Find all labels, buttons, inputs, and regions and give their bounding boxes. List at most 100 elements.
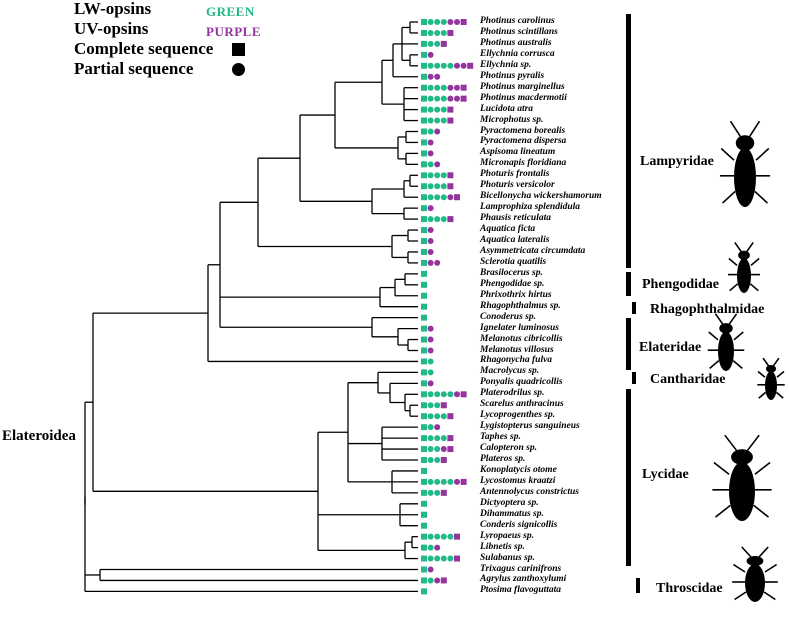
lw-opsin-marker bbox=[421, 380, 427, 387]
species-label: Phrixothrix hirtus bbox=[480, 289, 552, 300]
uv-opsin-marker bbox=[447, 29, 454, 36]
lw-opsin-marker bbox=[421, 533, 427, 540]
lw-opsin-marker bbox=[440, 19, 447, 25]
lw-opsin-marker bbox=[421, 358, 427, 365]
species-label: Photinus pyralis bbox=[480, 70, 545, 81]
species-label: Agrylus zanthoxylumi bbox=[480, 574, 567, 585]
uv-opsin-marker bbox=[434, 424, 441, 431]
species-label: Rhagonycha fulva bbox=[480, 355, 553, 366]
lw-opsin-marker bbox=[440, 533, 447, 540]
species-label: Aquatica lateralis bbox=[480, 235, 550, 245]
uv-opsin-marker bbox=[454, 391, 460, 398]
species-label: Photuris versicolor bbox=[480, 180, 555, 191]
lw-opsin-marker bbox=[440, 117, 447, 124]
uv-opsin-marker bbox=[434, 128, 441, 135]
beetle-silhouette-icon bbox=[712, 434, 772, 521]
species-label: Melanotus cibricollis bbox=[480, 333, 563, 344]
uv-opsin-marker bbox=[434, 259, 441, 266]
family-bar bbox=[626, 14, 631, 268]
lw-opsin-marker bbox=[421, 73, 427, 80]
root-label: Elateroidea bbox=[2, 428, 76, 444]
uv-opsin-marker bbox=[427, 238, 434, 244]
beetle-silhouettes bbox=[707, 120, 785, 602]
legend-partial-label: Partial sequence bbox=[74, 59, 194, 78]
uv-opsin-marker bbox=[427, 566, 434, 573]
complete-square-icon bbox=[232, 43, 245, 56]
lw-opsin-marker bbox=[427, 183, 434, 190]
lw-opsin-marker bbox=[434, 106, 441, 113]
legend-complete-label: Complete sequence bbox=[74, 39, 214, 58]
uv-opsin-marker bbox=[460, 84, 467, 91]
species-label: Photinus macdermotii bbox=[480, 92, 567, 103]
uv-opsin-marker bbox=[447, 216, 454, 223]
uv-opsin-marker bbox=[454, 478, 460, 485]
uv-opsin-marker bbox=[427, 380, 434, 387]
uv-opsin-marker bbox=[427, 248, 434, 255]
uv-opsin-marker bbox=[434, 73, 441, 80]
family-bar bbox=[626, 272, 631, 296]
uv-opsin-marker bbox=[447, 194, 454, 201]
lw-opsin-marker bbox=[434, 62, 441, 69]
lw-opsin-marker bbox=[434, 84, 441, 91]
species-label: Konoplatycis otome bbox=[480, 464, 557, 475]
species-label: Asymmetricata circumdata bbox=[480, 245, 586, 256]
lw-opsin-marker bbox=[427, 577, 434, 584]
lw-opsin-marker bbox=[434, 533, 441, 540]
uv-opsin-marker bbox=[427, 139, 434, 146]
lw-opsin-marker bbox=[427, 194, 434, 201]
species-label: Lygistopterus sanguineus bbox=[480, 421, 580, 432]
lw-opsin-marker bbox=[421, 281, 427, 288]
lw-opsin-marker bbox=[434, 478, 441, 485]
lw-opsin-marker bbox=[427, 95, 434, 102]
lw-opsin-marker bbox=[421, 489, 427, 496]
species-label: Photinus scintillans bbox=[480, 26, 558, 37]
species-label: Sclerotia quatilis bbox=[480, 256, 547, 267]
lw-opsin-marker bbox=[434, 194, 441, 201]
lw-opsin-marker bbox=[440, 413, 447, 420]
family-bars bbox=[626, 14, 640, 593]
species-label: Brasilocerus sp. bbox=[480, 267, 543, 278]
uv-opsin-marker bbox=[460, 95, 467, 102]
species-label: Aspisoma lineatum bbox=[480, 147, 556, 158]
lw-opsin-marker bbox=[427, 402, 434, 409]
lw-opsin-marker bbox=[434, 95, 441, 102]
beetle-silhouette-icon bbox=[757, 357, 785, 400]
species-label: Phausis reticulata bbox=[480, 213, 551, 224]
legend-uv-label: UV-opsins bbox=[74, 19, 149, 38]
lw-opsin-marker bbox=[434, 183, 441, 190]
uv-opsin-marker bbox=[454, 84, 460, 91]
lw-opsin-marker bbox=[440, 478, 447, 485]
uv-opsin-marker bbox=[447, 84, 454, 91]
lw-opsin-marker bbox=[434, 19, 441, 25]
lw-opsin-marker bbox=[427, 533, 434, 540]
uv-opsin-marker bbox=[427, 259, 434, 266]
lw-opsin-marker bbox=[421, 325, 427, 332]
species-label: Lycoprogenthes sp. bbox=[480, 410, 556, 421]
lw-opsin-marker bbox=[421, 424, 427, 431]
uv-opsin-marker bbox=[427, 51, 434, 58]
lw-opsin-marker bbox=[434, 413, 441, 420]
lw-opsin-marker bbox=[440, 95, 447, 102]
uv-opsin-marker bbox=[440, 577, 447, 584]
lw-opsin-marker bbox=[427, 413, 434, 420]
beetle-silhouette-icon bbox=[732, 546, 778, 602]
lw-opsin-marker bbox=[421, 467, 427, 474]
lw-opsin-marker bbox=[421, 62, 427, 69]
lw-opsin-marker bbox=[421, 183, 427, 190]
lw-opsin-marker bbox=[440, 172, 447, 179]
lw-opsin-marker bbox=[434, 117, 441, 124]
lw-opsin-marker bbox=[434, 29, 441, 36]
lw-opsin-marker bbox=[421, 566, 427, 573]
lw-opsin-marker bbox=[427, 544, 434, 551]
uv-opsin-marker bbox=[427, 73, 434, 80]
species-label: Lamprophiza splendidula bbox=[480, 202, 581, 213]
lw-opsin-marker bbox=[427, 62, 434, 69]
lw-opsin-marker bbox=[421, 457, 427, 463]
lw-opsin-marker bbox=[440, 391, 447, 398]
lw-opsin-marker bbox=[427, 424, 434, 431]
lw-opsin-marker bbox=[427, 128, 434, 135]
partial-circle-icon bbox=[232, 63, 245, 76]
family-rhagophthalmidae: Rhagophthalmidae bbox=[650, 302, 765, 317]
species-label: Platerodrilus sp. bbox=[480, 388, 545, 399]
species-label: Photuris frontalis bbox=[480, 169, 550, 180]
